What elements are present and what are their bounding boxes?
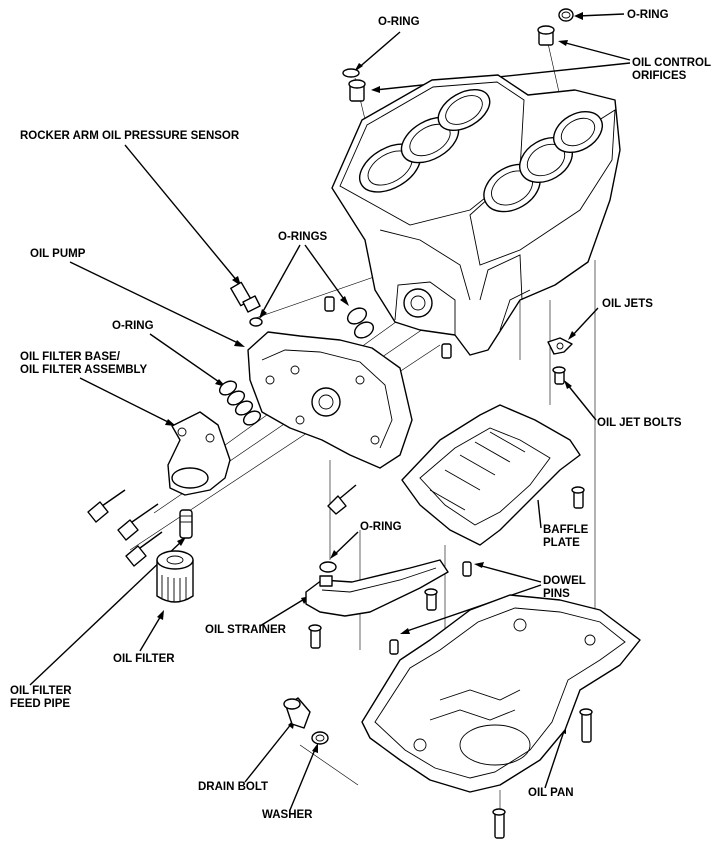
label-oring-top-center: O-RING [378, 16, 420, 28]
label-feed-pipe-line1: OIL FILTER [10, 685, 72, 697]
drain-bolt [283, 697, 311, 729]
oil-filter-feed-pipe [179, 509, 193, 539]
label-dowel-line1: DOWEL [543, 575, 586, 587]
label-o-rings: O-RINGS [278, 231, 328, 243]
oil-filter [156, 550, 194, 603]
baffle-plate [401, 404, 581, 546]
oil-control-orifices [348, 25, 555, 102]
engine-block [331, 74, 621, 356]
label-oring-mid-left: O-RING [112, 320, 154, 332]
oil-pan [361, 594, 641, 793]
label-filter-base-line1: OIL FILTER BASE/ [20, 351, 121, 363]
filter-base-bolts [87, 489, 163, 567]
label-feed-pipe-line2: FEED PIPE [10, 698, 70, 710]
label-filter-base-line2: OIL FILTER ASSEMBLY [20, 364, 147, 376]
oil-jet-bolts [552, 366, 566, 385]
label-washer: WASHER [262, 809, 313, 821]
label-oil-control-line2: ORIFICES [632, 70, 687, 82]
oil-pan-bolts [492, 708, 593, 839]
oil-filter-base [167, 411, 231, 496]
washer [311, 731, 329, 745]
rocker-arm-oil-pressure-sensor [230, 281, 263, 327]
label-rocker-arm-sensor: ROCKER ARM OIL PRESSURE SENSOR [20, 130, 240, 142]
strainer-bolts [308, 588, 438, 649]
pump-orings-and-dowels [324, 296, 452, 359]
oil-strainer [305, 559, 449, 617]
pump-bolt [327, 484, 357, 515]
label-drain-bolt: DRAIN BOLT [198, 781, 268, 793]
label-oil-filter: OIL FILTER [113, 653, 175, 665]
label-oil-jet-bolts: OIL JET BOLTS [597, 417, 682, 429]
label-oil-strainer: OIL STRAINER [205, 624, 287, 636]
label-oil-pump: OIL PUMP [30, 248, 86, 260]
baffle-bolt [571, 486, 585, 509]
label-dowel-line2: PINS [543, 588, 570, 600]
label-oring-top-right: O-RING [627, 9, 669, 21]
label-baffle-line1: BAFFLE [543, 524, 589, 536]
oring-top-parts [342, 8, 574, 78]
leader-lines [29, 12, 631, 811]
dowel-pins [389, 561, 472, 655]
oil-jets [547, 337, 573, 355]
label-baffle-line2: PLATE [543, 537, 580, 549]
label-oil-jets: OIL JETS [602, 298, 653, 310]
label-oil-pan: OIL PAN [528, 787, 574, 799]
label-oring-strainer: O-RING [360, 521, 402, 533]
oil-pump [247, 331, 413, 469]
label-oil-control-line1: OIL CONTROL [632, 57, 711, 69]
filter-base-orings [218, 380, 262, 426]
